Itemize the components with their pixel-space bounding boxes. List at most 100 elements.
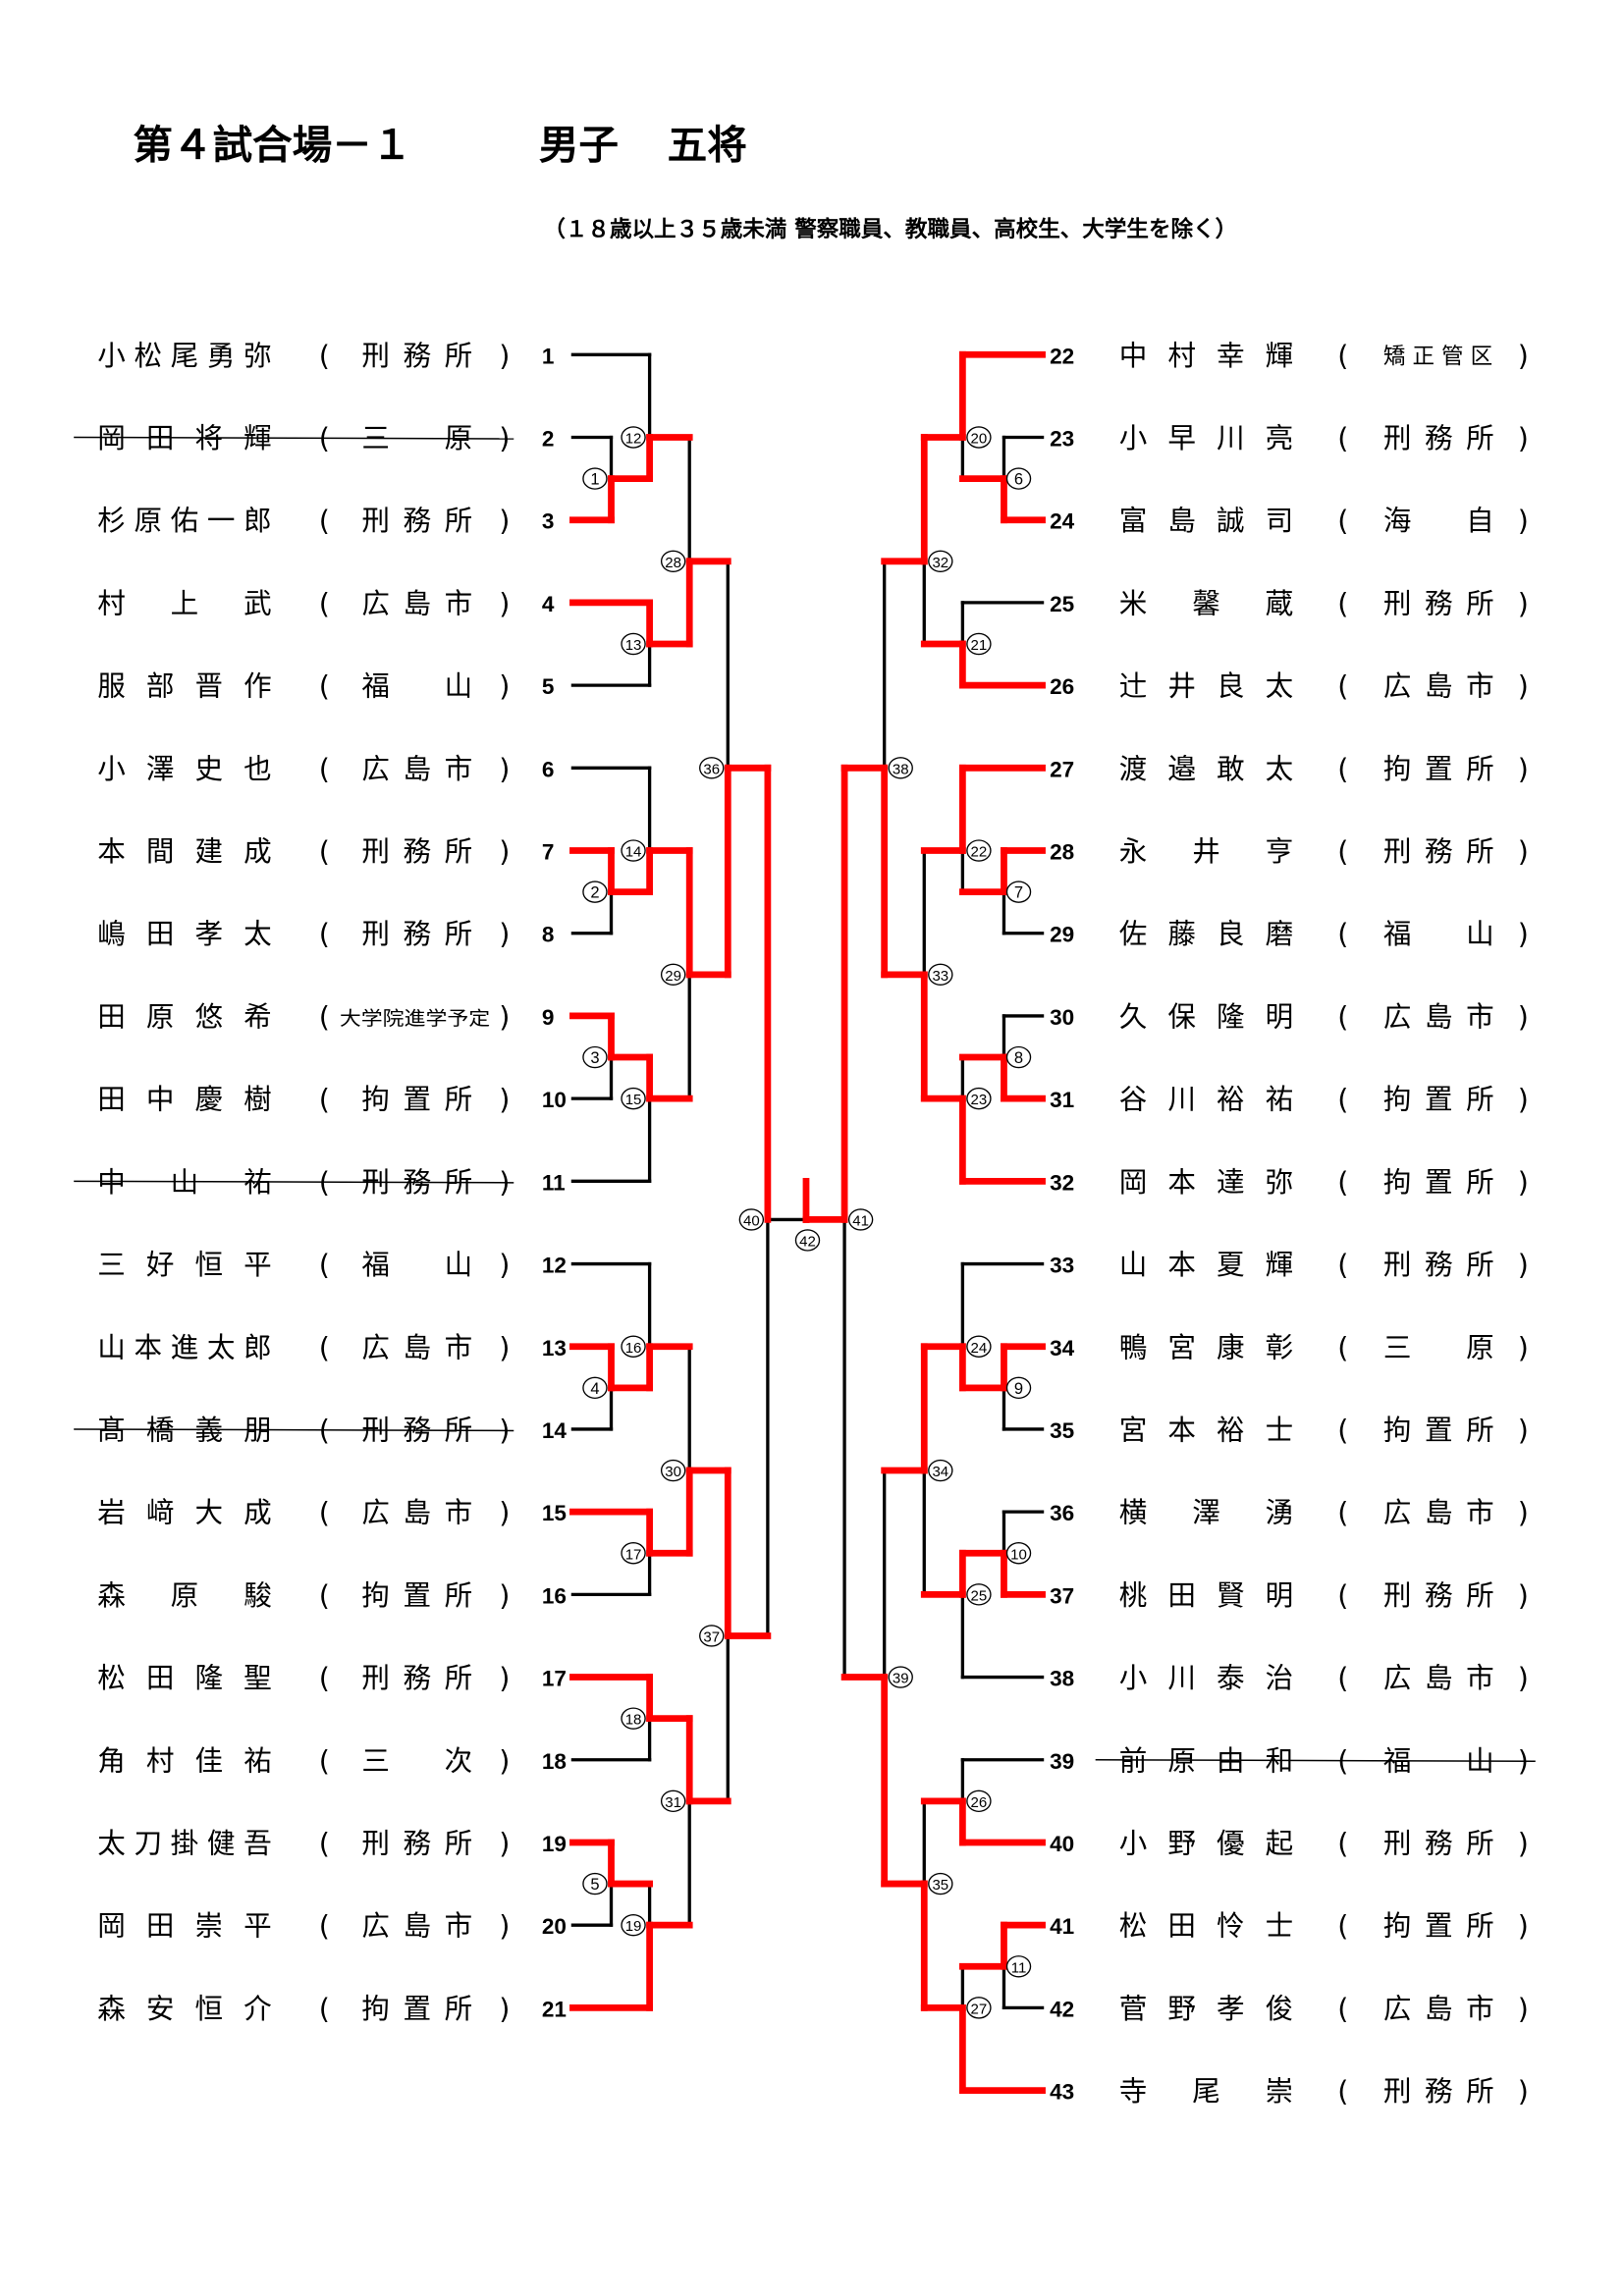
match-number: 4: [590, 1379, 599, 1398]
entry-name: 嶋田孝太: [97, 917, 271, 950]
match-number: 6: [1014, 470, 1023, 489]
circle-icon: [928, 1872, 953, 1896]
circle-icon: [621, 1087, 646, 1110]
entry-name: 菅野孝俊: [1119, 1992, 1293, 2025]
close-paren: ): [1518, 1992, 1529, 2025]
open-paren: (: [1337, 752, 1348, 785]
circle-icon: [621, 632, 646, 656]
match-number-badge: 25: [966, 1583, 992, 1606]
entry-name: 村上武: [97, 586, 271, 619]
entry-affiliation: 広島市: [1383, 1992, 1494, 2025]
match-number-badge: 4: [582, 1376, 608, 1400]
close-paren: ): [499, 999, 510, 1033]
entry-number: 36: [1050, 1501, 1074, 1525]
entry-number: 11: [542, 1170, 566, 1195]
open-paren: (: [319, 1330, 330, 1363]
match-number: 42: [799, 1233, 816, 1250]
close-paren: ): [499, 1826, 510, 1859]
close-paren: ): [1518, 1909, 1529, 1943]
entry-number: 7: [542, 840, 555, 865]
open-paren: (: [1337, 1330, 1348, 1363]
entry-name: 小早川亮: [1119, 421, 1293, 454]
entry-number: 22: [1050, 344, 1074, 368]
entry-affiliation: 刑務所: [1383, 586, 1494, 619]
circle-icon: [660, 1789, 686, 1813]
match-number: 39: [893, 1671, 909, 1687]
entry-affiliation: 三原: [1383, 1330, 1494, 1363]
entry-affiliation: 拘置所: [1383, 752, 1494, 785]
match-number: 37: [703, 1629, 720, 1645]
entry-affiliation: 広島市: [361, 1909, 472, 1943]
entry-number: 40: [1050, 1832, 1074, 1856]
entry-affiliation: 拘置所: [1383, 1909, 1494, 1943]
open-paren: (: [1337, 669, 1348, 703]
entry-number: 13: [542, 1336, 567, 1361]
close-paren: ): [499, 339, 510, 372]
circle-icon: [928, 1459, 953, 1482]
entry-name: 松田怜士: [1119, 1909, 1293, 1943]
entry-number: 39: [1050, 1749, 1074, 1774]
close-paren: ): [499, 1992, 510, 2025]
match-number-badge: 38: [888, 757, 913, 779]
open-paren: (: [1337, 1909, 1348, 1943]
entry-number: 17: [542, 1667, 567, 1691]
entry-affiliation: 広島市: [361, 752, 472, 785]
open-paren: (: [1337, 1826, 1348, 1859]
match-number: 30: [665, 1464, 681, 1480]
match-number-badge: 13: [621, 632, 646, 656]
match-number-badge: 17: [621, 1542, 646, 1565]
match-number: 23: [971, 1092, 988, 1108]
open-paren: (: [319, 1992, 330, 2025]
match-number-badge: 16: [621, 1335, 646, 1358]
match-number: 38: [893, 761, 909, 777]
match-number: 40: [743, 1212, 760, 1229]
circle-icon: [621, 839, 646, 862]
match-number: 14: [625, 844, 642, 861]
match-number-badge: 7: [1005, 881, 1032, 903]
match-number: 34: [932, 1464, 948, 1480]
entry-number: 8: [542, 923, 555, 947]
circle-icon: [928, 963, 953, 987]
circle-icon: [660, 963, 686, 987]
match-number-badge: 23: [966, 1087, 992, 1110]
match-number-badge: 28: [660, 550, 686, 573]
withdrawn-strikethrough: [1095, 1759, 1536, 1763]
entry-affiliation: 福山: [361, 669, 472, 703]
withdrawn-strikethrough: [74, 1428, 514, 1432]
match-number: 18: [625, 1712, 642, 1729]
match-number: 3: [590, 1048, 599, 1067]
open-paren: (: [319, 1248, 330, 1281]
entry-name: 横澤湧: [1119, 1496, 1293, 1529]
circle-icon: [1005, 1045, 1032, 1069]
match-number-badge: 42: [794, 1229, 821, 1252]
entry-name: 寺尾崇: [1119, 2074, 1293, 2108]
entry-number: 34: [1050, 1336, 1075, 1361]
entry-affiliation: 福山: [361, 1248, 472, 1281]
entry-affiliation: 広島市: [361, 1330, 472, 1363]
entry-number: 31: [1050, 1088, 1074, 1112]
entry-name: 本間建成: [97, 834, 271, 868]
entry-number: 35: [1050, 1418, 1074, 1443]
circle-icon: [621, 1335, 646, 1358]
entry-name: 岡田崇平: [97, 1909, 271, 1943]
match-number: 19: [625, 1918, 642, 1935]
entry-name: 中村幸輝: [1119, 339, 1293, 372]
entry-name: 岩﨑大成: [97, 1496, 271, 1529]
match-number: 9: [1014, 1379, 1023, 1398]
entry-affiliation: 福山: [1383, 917, 1494, 950]
entry-name: 米馨蔵: [1119, 586, 1293, 619]
close-paren: ): [499, 1248, 510, 1281]
